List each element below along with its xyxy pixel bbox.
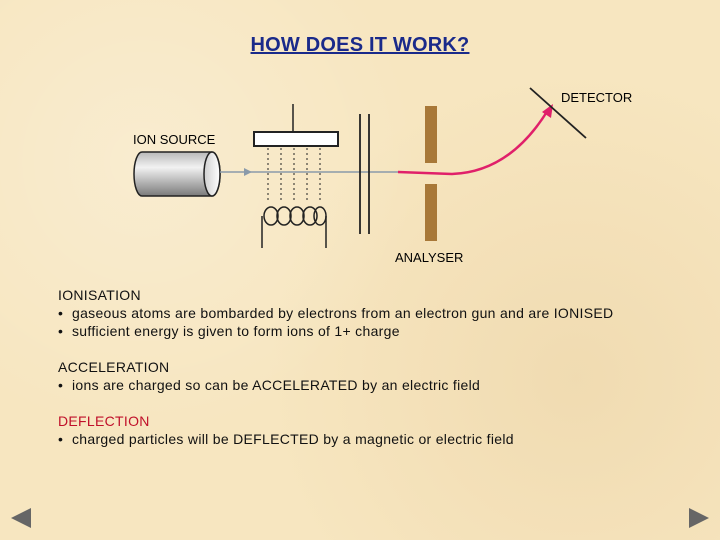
acceleration-plates — [359, 114, 370, 234]
ion-beam-arrow — [220, 168, 398, 176]
electron-stream — [267, 148, 321, 200]
ionisation-bullet-2: sufficient energy is given to form ions … — [58, 322, 698, 340]
deflection-heading: DEFLECTION — [58, 413, 150, 429]
deflection-section: DEFLECTION charged particles will be DEF… — [58, 412, 698, 448]
ionisation-heading: IONISATION — [58, 287, 141, 303]
page-title: HOW DOES IT WORK? — [250, 34, 470, 56]
electron-gun — [253, 104, 339, 147]
ionisation-bullet-1: gaseous atoms are bombarded by electrons… — [58, 304, 698, 322]
deflected-beam — [397, 104, 553, 176]
heating-coil — [261, 206, 327, 248]
ionisation-section: IONISATION gaseous atoms are bombarded b… — [58, 286, 698, 340]
deflection-bullet-1: charged particles will be DEFLECTED by a… — [58, 430, 698, 448]
acceleration-bullet-1: ions are charged so can be ACCELERATED b… — [58, 376, 698, 394]
detector-plate — [529, 87, 587, 139]
triangle-left-icon[interactable] — [11, 508, 31, 528]
acceleration-section: ACCELERATION ions are charged so can be … — [58, 358, 698, 394]
analyser-label: ANALYSER — [395, 250, 463, 265]
ion-source-cylinder — [133, 151, 221, 197]
ion-source-label: ION SOURCE — [133, 132, 216, 147]
triangle-right-icon[interactable] — [689, 508, 709, 528]
detector-label: DETECTOR — [561, 90, 632, 105]
analyser-plates — [425, 106, 437, 241]
mass-spectrometer-diagram: DETECTOR ION SOURCE ANALYSER — [133, 87, 632, 265]
acceleration-heading: ACCELERATION — [58, 359, 170, 375]
